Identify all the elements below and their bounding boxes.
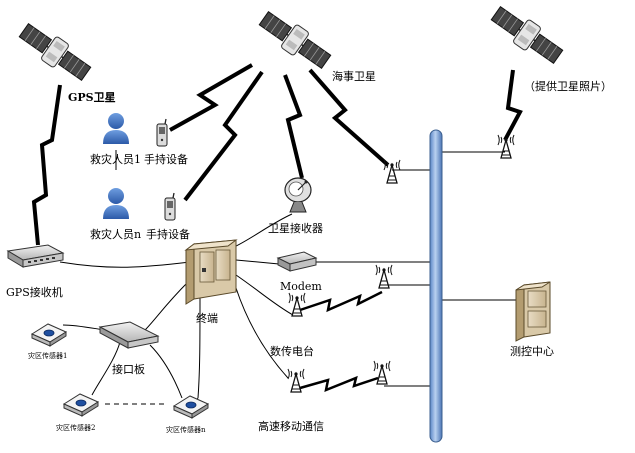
port-board-label: 接口板 — [112, 362, 145, 376]
backbone-bus — [429, 129, 443, 443]
handheld-1-label: 手持设备 — [144, 152, 188, 166]
photo-antenna-icon — [497, 134, 515, 159]
satellite-dish-icon — [284, 177, 312, 213]
radio-links — [299, 290, 383, 393]
links — [59, 150, 520, 403]
terminal-server-icon — [184, 239, 238, 305]
modem-label: Modem — [280, 280, 322, 293]
rescuer-1-label: 救灾人员1 — [90, 152, 141, 166]
handheld-n-icon — [164, 192, 176, 221]
photo-satellite-label: （提供卫星照片） — [524, 79, 612, 93]
sensor-2-label: 灾区传感器2 — [56, 423, 95, 432]
handheld-1-icon — [156, 118, 168, 147]
wireless-links — [31, 63, 523, 246]
control-center-server-icon — [515, 281, 551, 342]
maritime-satellite-icon — [255, 5, 335, 75]
sensor-1-icon — [31, 323, 67, 347]
high-speed-mobile-label: 高速移动通信 — [258, 419, 324, 433]
radio-station-label: 数传电台 — [270, 344, 314, 358]
sensor-2-icon — [63, 393, 99, 417]
sensor-n-icon — [173, 395, 209, 419]
modem-icon — [276, 251, 318, 272]
satellite-receiver-label: 卫星接收器 — [268, 221, 323, 235]
maritime-satellite-label: 海事卫星 — [332, 69, 376, 83]
gps-receiver-icon — [6, 244, 65, 268]
mobile-bus-antenna-icon — [373, 360, 391, 385]
rescuer-1-person-icon — [103, 113, 129, 144]
radio-station-antenna-icon — [288, 292, 306, 317]
rescuer-n-label: 救灾人员n — [90, 227, 141, 241]
sensor-n-label: 灾区传感器n — [166, 425, 206, 434]
gps-satellite-icon — [15, 17, 95, 87]
control-center-label: 测控中心 — [510, 344, 554, 358]
photo-satellite-icon — [487, 0, 567, 70]
terminal-label: 终端 — [196, 311, 218, 325]
handheld-n-label: 手持设备 — [146, 227, 190, 241]
rescuer-n-person-icon — [103, 188, 129, 219]
sensor-1-label: 灾区传感器1 — [28, 351, 67, 360]
gps-satellite-label: GPS卫星 — [68, 91, 116, 104]
gps-receiver-label: GPS接收机 — [6, 285, 63, 299]
port-board-icon — [98, 321, 160, 349]
